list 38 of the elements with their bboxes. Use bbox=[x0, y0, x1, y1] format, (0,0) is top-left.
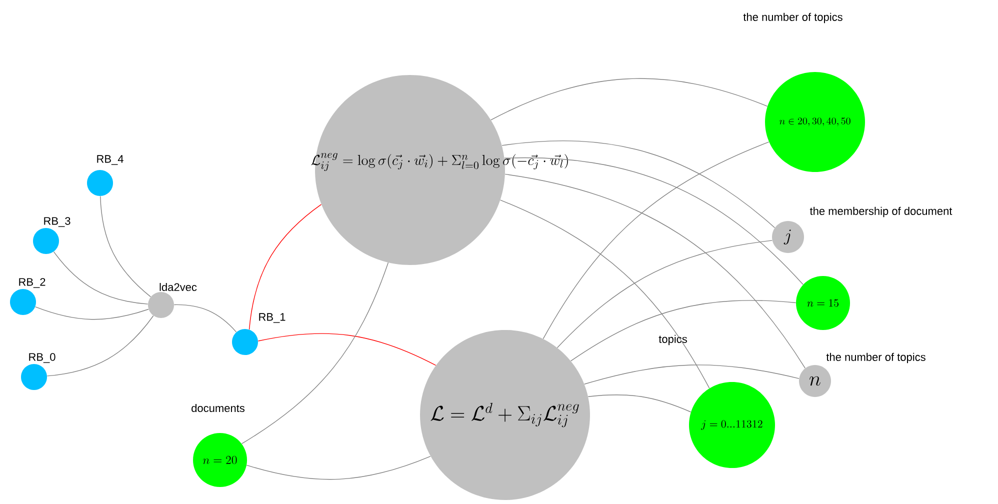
node-label: RB_4 bbox=[97, 155, 124, 165]
node-label: RB_0 bbox=[29, 353, 56, 363]
connector-line bbox=[53, 251, 148, 304]
connector-line bbox=[502, 140, 776, 228]
connector-line bbox=[504, 174, 806, 368]
node-caption: the number of topics bbox=[826, 352, 926, 364]
formula: $n \in 20, 30, 40, 50$ bbox=[780, 117, 850, 126]
connector-line bbox=[34, 306, 149, 320]
node-caption: documents bbox=[192, 404, 244, 412]
node-label: RB_2 bbox=[19, 278, 46, 288]
connector-line bbox=[100, 196, 152, 298]
connector-line bbox=[46, 315, 154, 376]
connector-line bbox=[500, 200, 710, 389]
connector-line bbox=[542, 142, 770, 340]
formula: $n = 20$ bbox=[203, 456, 237, 464]
connector-line bbox=[588, 394, 692, 412]
formula: $n$ bbox=[810, 376, 820, 386]
connector-line bbox=[556, 240, 773, 348]
node-label: RB_3 bbox=[44, 217, 70, 227]
connector-line bbox=[570, 300, 796, 362]
formula: $n = 15$ bbox=[807, 299, 838, 307]
connector-line bbox=[584, 364, 800, 384]
connector-line bbox=[241, 262, 389, 444]
connector-line bbox=[246, 456, 431, 480]
connector-line bbox=[258, 333, 436, 366]
formula: $\mathcal{L}^{neg}_{ij} = \log\sigma(\vec{c_j}\cdot\vec{w_i}) + \Sigma^{n}_{l=0}\log\sigma(-\vec{c_j}\cdot\vec{w_l})$ bbox=[311, 152, 568, 172]
formula: $j = 0 ... 11312$ bbox=[701, 420, 762, 430]
formula: $\mathcal{L} = \mathcal{L}^{d} + \Sigma_{ij}\mathcal{L}^{neg}_{ij}$ bbox=[430, 402, 579, 428]
node-caption: topics bbox=[658, 334, 687, 346]
node-label: RB_1 bbox=[259, 313, 286, 323]
connector-line bbox=[248, 204, 322, 330]
connector-line bbox=[174, 304, 237, 332]
connector-line bbox=[504, 158, 804, 285]
node-caption: the membership of document bbox=[810, 206, 952, 218]
note-text: the number of topics bbox=[743, 12, 842, 24]
connector-line bbox=[490, 78, 768, 120]
formula: $j$ bbox=[784, 230, 791, 245]
node-label: lda2vec bbox=[160, 282, 197, 292]
